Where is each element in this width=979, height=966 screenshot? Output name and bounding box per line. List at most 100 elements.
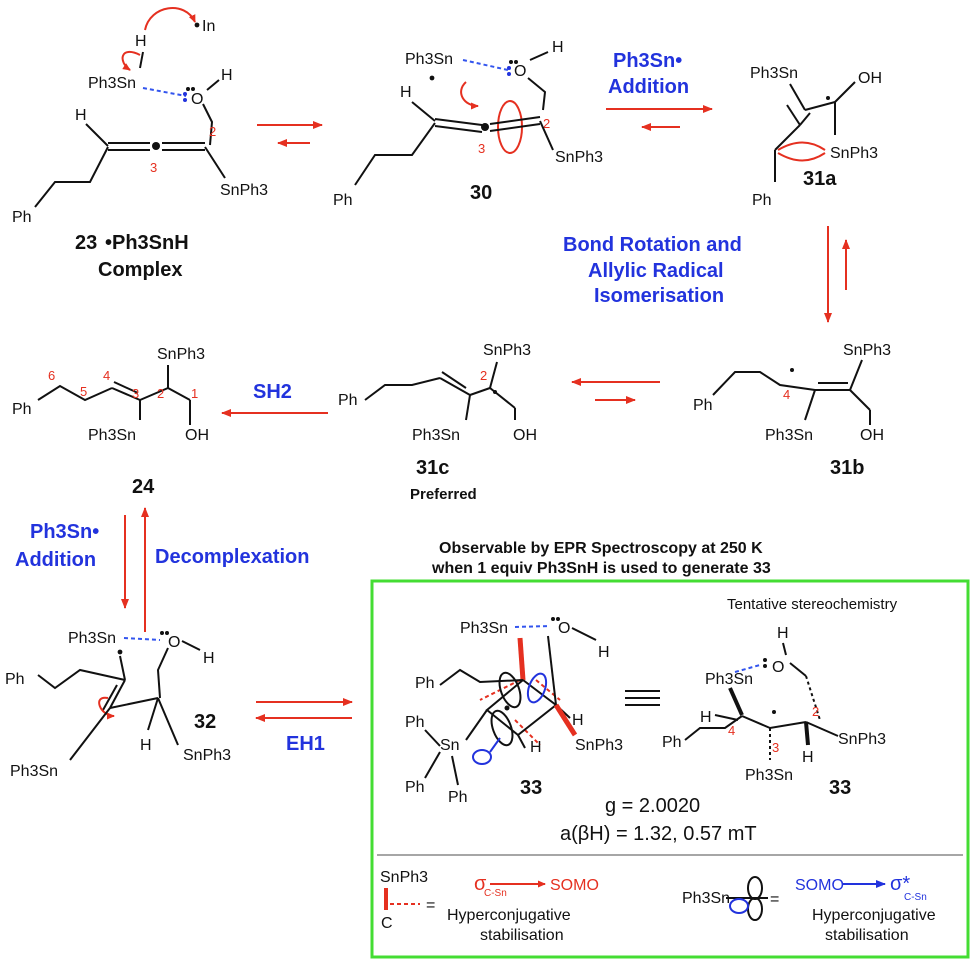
- compound-32-label: 32: [194, 711, 216, 733]
- locant-4-31b: 4: [783, 387, 790, 402]
- h2-33b-label: H: [802, 749, 814, 766]
- compound-30-label: 30: [470, 182, 492, 204]
- ph-33a-sn3: Ph: [448, 789, 468, 806]
- ph-33a-sn1: Ph: [405, 714, 425, 731]
- rotation-line-3: Isomerisation: [594, 285, 724, 307]
- snph3-31c-label: SnPh3: [483, 342, 531, 359]
- legend-sigma-to-somo: SnPh3 C = σ C-Sn SOMO Hyperconjugative s…: [380, 869, 599, 944]
- locant-2-23: 2: [209, 124, 216, 139]
- ph3sn-30-label: Ph3Sn: [405, 51, 453, 68]
- oxygen-30-label: O: [514, 63, 526, 80]
- legend-sigma-star-sub: C-Sn: [904, 892, 927, 903]
- locant-3-23: 3: [150, 160, 157, 175]
- legend-sigma-star: σ*: [890, 873, 910, 895]
- compound-33b-label: 33: [829, 777, 851, 799]
- ph-31b-label: Ph: [693, 397, 713, 414]
- legend-hyper-2: Hyperconjugative: [812, 907, 936, 924]
- oxygen-33b-label: O: [772, 659, 784, 676]
- indium-label: In: [202, 18, 215, 35]
- oh-h-23-label: H: [221, 67, 233, 84]
- oxygen-23-label: O: [191, 91, 203, 108]
- h-32-label: H: [140, 737, 152, 754]
- locant-3-30: 3: [478, 141, 485, 156]
- equilibrium-arrow-23-30: [257, 121, 323, 147]
- legend-snph3: SnPh3: [380, 869, 428, 886]
- ph3sn-addition-step-1: Ph3Sn• Addition: [606, 50, 713, 131]
- addition2-top: Ph3Sn•: [30, 521, 99, 543]
- snph3-30-label: SnPh3: [555, 149, 603, 166]
- ph3sn-32-lower-label: Ph3Sn: [10, 763, 58, 780]
- compound-23-label: 23: [75, 232, 97, 254]
- oxygen-33a-label: O: [558, 620, 570, 637]
- ph3sn-31a-label: Ph3Sn: [750, 65, 798, 82]
- oh-h-32-label: H: [203, 650, 215, 667]
- ph-32-label: Ph: [5, 671, 25, 688]
- addition2-bottom: Addition: [15, 549, 96, 571]
- epr-box: [370, 579, 970, 959]
- decomplexation-label: Decomplexation: [155, 546, 309, 568]
- locant-4-24: 4: [103, 368, 110, 383]
- h4-33b-label: H: [700, 709, 712, 726]
- epr-heading: Observable by EPR Spectroscopy at 250 K …: [431, 540, 771, 577]
- locant-1-24: 1: [191, 386, 198, 401]
- compound-30: Ph3Sn O H H 3 2 SnPh3 Ph 30: [333, 39, 603, 209]
- rotation-line-1: Bond Rotation and: [563, 234, 742, 256]
- oh-31a-label: OH: [858, 70, 882, 87]
- alkene-h-23-label: H: [75, 107, 87, 124]
- hydride-h-label: H: [135, 33, 147, 50]
- legend-somo-2: SOMO: [795, 877, 844, 894]
- ph-33a-sn2: Ph: [405, 779, 425, 796]
- oh-24-label: OH: [185, 427, 209, 444]
- ph-31c-label: Ph: [338, 392, 358, 409]
- compound-31a-label: 31a: [803, 168, 837, 190]
- compound-31a: Ph3Sn OH SnPh3 Ph 31a: [750, 65, 882, 209]
- snph3-23-label: SnPh3: [220, 182, 268, 199]
- compound-33a-label: 33: [520, 777, 542, 799]
- compound-23-tail: •Ph3SnH: [105, 232, 189, 254]
- sh2-step: SH2: [221, 381, 328, 417]
- equilibrium-arrow-31b-31c: [571, 378, 660, 404]
- legend-sigma-sub: C-Sn: [484, 888, 507, 899]
- h-33a-label: H: [572, 712, 584, 729]
- bond-rotation-step: Bond Rotation and Allylic Radical Isomer…: [563, 226, 850, 323]
- legend-somo-to-sigma-star: Ph3Sn = SOMO σ* C-Sn Hyperconjugative st…: [682, 873, 936, 944]
- ph-33a-label: Ph: [415, 675, 435, 692]
- locant-3-33b: 3: [772, 740, 779, 755]
- rotation-line-2: Allylic Radical: [588, 260, 724, 282]
- snph3-33a-label: SnPh3: [575, 737, 623, 754]
- hyperfine-value: a(βH) = 1.32, 0.57 mT: [560, 823, 757, 845]
- snph3-24-label: SnPh3: [157, 346, 205, 363]
- snph3-32-label: SnPh3: [183, 747, 231, 764]
- legend-stab-2: stabilisation: [825, 927, 909, 944]
- ph-23-label: Ph: [12, 209, 32, 226]
- epr-line-1: Observable by EPR Spectroscopy at 250 K: [439, 540, 763, 557]
- ph3sn-33a-label: Ph3Sn: [460, 620, 508, 637]
- legend-sigma: σ: [474, 873, 487, 895]
- compound-31c: SnPh3 2 Ph3Sn OH Ph 31c Preferred: [338, 342, 537, 503]
- ph3sn-33b-label: Ph3Sn: [705, 671, 753, 688]
- locant-2-31c: 2: [480, 368, 487, 383]
- eh1-step: EH1: [255, 698, 353, 755]
- compound-32: Ph3Sn O H Ph3Sn SnPh3 H Ph 32: [5, 630, 231, 780]
- ph3sn-24-label: Ph3Sn: [88, 427, 136, 444]
- ph3sn-32-label: Ph3Sn: [68, 630, 116, 647]
- oh-31b-label: OH: [860, 427, 884, 444]
- compound-31b: SnPh3 OH Ph3Sn 4 Ph 31b: [693, 342, 891, 479]
- eh1-label: EH1: [286, 733, 325, 755]
- oh-31c-label: OH: [513, 427, 537, 444]
- locant-2-33b: 2: [812, 704, 819, 719]
- ph3sn-33b-lower-label: Ph3Sn: [745, 767, 793, 784]
- compound-33-orbital-view: Ph3Sn O H H SnPh3 H Ph Sn Ph Ph Ph 3: [405, 617, 623, 806]
- equivalent-symbol: [625, 690, 660, 706]
- ph3sn-31b-label: Ph3Sn: [765, 427, 813, 444]
- ph3sn-31c-label: Ph3Sn: [412, 427, 460, 444]
- oxygen-32-label: O: [168, 634, 180, 651]
- oh-h-33a-label: H: [598, 644, 610, 661]
- locant-5-24: 5: [80, 384, 87, 399]
- legend-hyper-1: Hyperconjugative: [447, 907, 571, 924]
- oh-h-30-label: H: [552, 39, 564, 56]
- addition1-bottom: Addition: [608, 76, 689, 98]
- compound-23-complex: Complex: [98, 259, 182, 281]
- legend-stab-1: stabilisation: [480, 927, 564, 944]
